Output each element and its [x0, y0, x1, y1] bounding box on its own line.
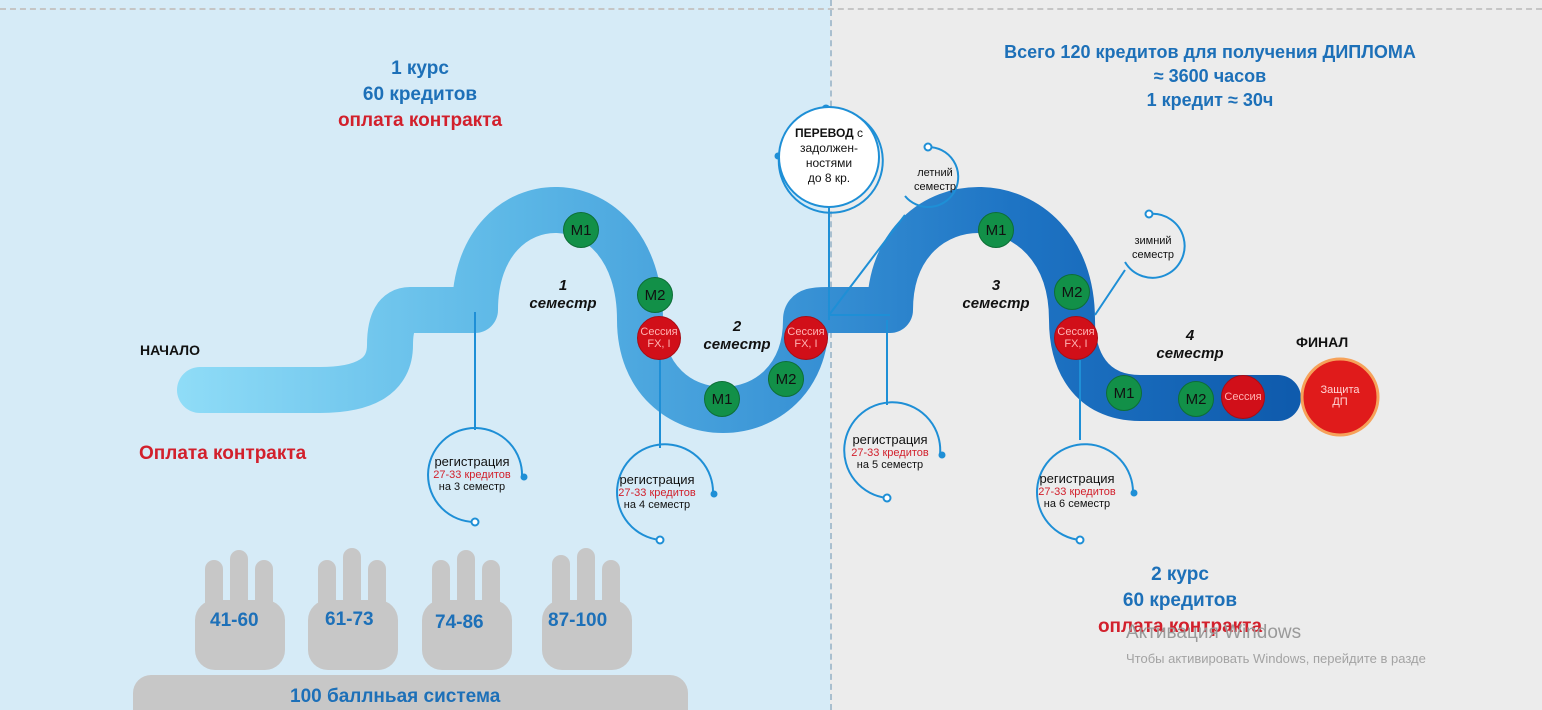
registration-sem6: регистрация 27-33 кредитов на 6 семестр — [1038, 471, 1116, 511]
second-year-panel — [830, 0, 1542, 710]
defense-circle — [1300, 357, 1380, 437]
windows-activation-title: Активация Windows — [1126, 622, 1302, 643]
registration-sem5: регистрация 27-33 кредитов на 5 семестр — [851, 432, 929, 472]
module-2-sem3: M2 — [1054, 274, 1090, 310]
transfer-circle — [778, 106, 880, 208]
start-payment-label: Оплата контракта — [139, 443, 307, 464]
module-2-sem4: M2 — [1178, 381, 1214, 417]
top-dashed-divider — [0, 8, 1542, 10]
score-range-2: 61-73 — [325, 609, 374, 630]
year-dashed-divider — [830, 0, 832, 710]
module-2-sem2: M2 — [768, 361, 804, 397]
session-sem4: Сессия — [1221, 375, 1265, 419]
score-range-4: 87-100 — [548, 610, 608, 631]
total-credits-header: Всего 120 кредитов для получения ДИПЛОМА… — [1004, 42, 1416, 110]
connector-endpoints — [520, 152, 1138, 498]
hand-icons — [133, 548, 688, 710]
module-1-sem1: M1 — [563, 212, 599, 248]
course-2-header: 2 курс 60 кредитов оплата контракта — [1097, 564, 1263, 637]
windows-activation-subtitle[interactable]: Чтобы активировать Windows, перейдите в … — [1126, 651, 1426, 666]
grading-system-label: 100 баллньая система — [290, 686, 501, 707]
module-2-sem1: M2 — [637, 277, 673, 313]
module-1-sem4: M1 — [1106, 375, 1142, 411]
transfer-note: ПЕРЕВОД с задолжен- ностями до 8 кр. — [794, 126, 864, 185]
first-year-panel — [0, 0, 830, 710]
registration-sem3: регистрация 27-33 кредитов на 3 семестр — [433, 454, 511, 494]
final-label: ФИНАЛ — [1296, 334, 1349, 350]
score-range-1: 41-60 — [210, 610, 259, 631]
connector-lines — [427, 107, 1186, 541]
registration-sem4: регистрация 27-33 кредитов на 4 семестр — [618, 472, 696, 512]
module-1-sem3: M1 — [978, 212, 1014, 248]
course-1-header: 1 курс 60 кредитов оплата контракта — [337, 58, 503, 131]
start-label: НАЧАЛО — [140, 342, 200, 358]
module-1-sem2: M1 — [704, 381, 740, 417]
score-range-3: 74-86 — [435, 612, 484, 633]
